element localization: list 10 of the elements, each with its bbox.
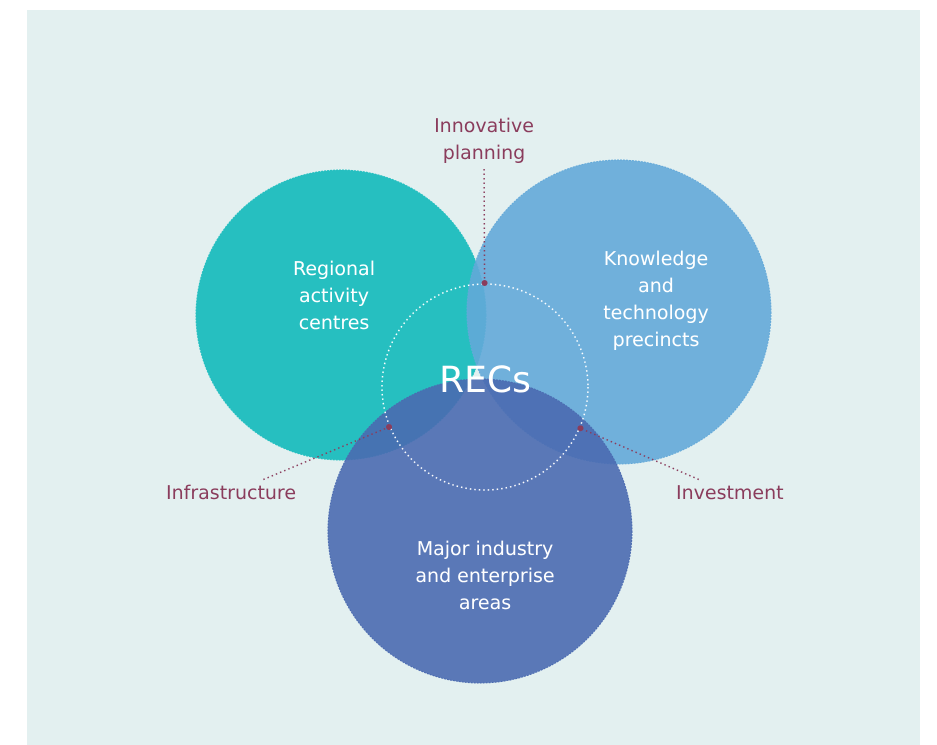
- leader-line: [263, 424, 392, 480]
- center-label: RECs: [438, 361, 532, 401]
- callout-label: Innovative planning: [424, 113, 544, 167]
- leader-line: [482, 169, 488, 286]
- circle-label: Knowledge and technology precincts: [602, 247, 710, 353]
- callout-label: Investment: [676, 480, 784, 506]
- callout-label: Infrastructure: [166, 480, 296, 506]
- circle-label: Major industry and enterprise areas: [414, 536, 556, 616]
- leader-line: [577, 425, 700, 480]
- circle-label: Regional activity centres: [292, 256, 376, 336]
